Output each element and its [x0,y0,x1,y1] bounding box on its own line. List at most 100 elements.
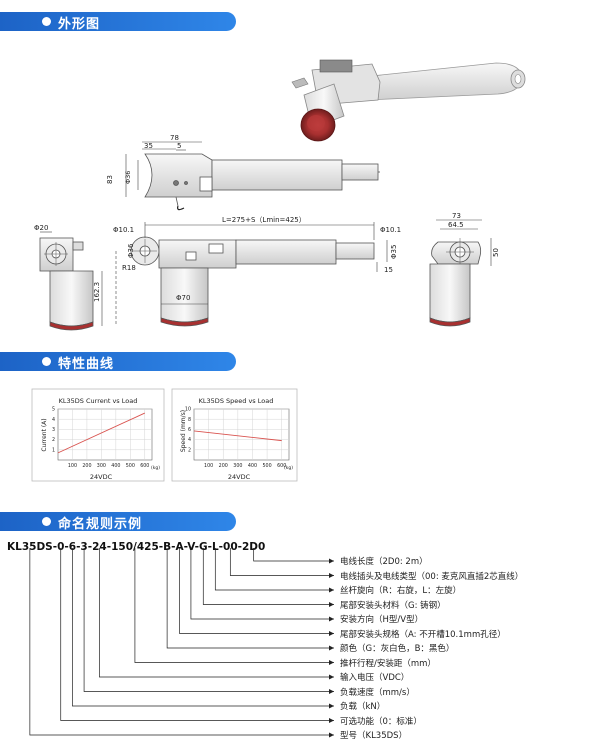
y-tick-label: 5 [52,407,55,413]
leader-arrow-icon [329,732,334,738]
leader-line [29,548,334,736]
dim-64-5: 64.5 [448,221,464,229]
y-tick-label: 4 [52,417,55,423]
leader-arrow-icon [329,674,334,680]
leader-line [83,548,334,692]
legend-item: 型号（KL35DS） [340,731,408,741]
x-tick-label: 300 [97,463,106,469]
dim-162-3: 162.3 [93,282,101,302]
actuator-3d-render [291,59,526,142]
code-part: A [175,541,184,553]
leader-line [229,548,334,576]
dim-10-1-right: Φ10.1 [380,226,401,234]
leader-arrow-icon [329,703,334,709]
code-separator: - [158,541,164,553]
dim-70: Φ70 [176,294,190,302]
code-part: KL35DS [7,541,53,553]
section-title: 外形图 [58,17,101,32]
leader-arrow-icon [329,616,334,622]
dim-73: 73 [452,212,461,220]
code-part: B [163,541,172,553]
chart-speed-title: KL35DS Speed vs Load [199,397,274,405]
x-tick-label: 100 [68,463,77,469]
y-tick-label: 4 [188,437,191,443]
code-part: 6 [68,541,77,553]
leader-line [99,548,334,678]
front-view-left-dims [40,231,103,326]
code-separator: - [171,541,176,553]
y-tick-label: 3 [52,427,55,433]
code-separator: - [218,541,224,553]
code-part: 2D0 [242,541,266,553]
front-view-main [130,236,375,327]
code-part: 24 [92,541,107,553]
x-tick-label: 300 [233,463,242,469]
leader-line [253,548,334,562]
dim-stroke: L=275+S（Lmin=425） [222,216,306,224]
leader-line [202,548,334,605]
chart-current-footer: 24VDC [90,473,113,481]
legend-item: 可选功能（0：标准） [340,716,422,727]
leader-line [179,548,334,634]
code-separator: - [194,541,199,553]
series-line [57,412,145,454]
code-part: V [187,541,195,553]
legend-item: 尾部安装头规格（A: 不开槽10.1mm孔径） [340,629,506,640]
code-separator: - [87,541,93,553]
leader-arrow-icon [329,587,334,593]
chart-speed-ylabel: Speed (mm/s) [180,410,187,452]
end-view-right [429,238,482,327]
end-view-right-dims [436,219,492,266]
bullet-icon [42,357,51,366]
code-part: G [198,541,208,553]
side-view [144,153,382,211]
y-tick-label: 1 [52,447,55,453]
bullet-icon [42,17,51,26]
section-header-outline: 外形图 [0,12,236,32]
leader-line [72,548,334,707]
legend-item: 电线插头及电线类型（00: 麦克风直插2芯直线） [340,571,524,582]
legend-item: 推杆行程/安装距（mm） [340,658,436,669]
legend-item: 输入电压（VDC） [340,673,410,683]
dim-78: 78 [170,134,179,142]
section-header-curves: 特性曲线 [0,352,236,372]
legend-item: 负载（kN） [340,702,386,712]
dim-35-rod: Φ35 [390,245,398,259]
chart-speed-footer: 24VDC [228,473,251,481]
dim-35: 35 [144,142,153,150]
leader-arrow-icon [329,558,334,564]
legend-item: 尾部安装头材料（G: 铸钢） [340,600,446,611]
x-tick-label: 600 [277,463,286,469]
front-view-left [39,237,94,331]
y-tick-label: 2 [188,447,191,453]
leader-arrow-icon [329,602,334,607]
code-separator: - [52,541,58,553]
leader-arrow-icon [329,631,334,636]
code-separator: - [207,541,212,553]
x-tick-label: 500 [126,463,135,469]
code-part: 00 [223,541,238,553]
code-separator: - [237,541,242,553]
leader-arrow-icon [329,573,334,578]
leader-arrow-icon [329,660,334,665]
leader-line [166,548,334,649]
y-tick-label: 2 [52,437,55,443]
legend-item: 负载速度（mm/s） [340,687,415,698]
dim-83: 83 [106,175,114,184]
dim-36-side: Φ36 [124,171,132,184]
code-separator: - [64,541,69,553]
x-tick-label: 200 [82,463,91,469]
dim-20: Φ20 [34,224,48,232]
legend-item: 丝杆旋向（R：右旋，L：左旋） [340,586,462,596]
chart-current-title: KL35DS Current vs Load [59,397,138,405]
chart-current-ylabel: Current (A) [41,418,48,451]
y-tick-label: 6 [188,427,191,433]
front-view-main-dims [115,222,388,326]
series-line [193,430,282,442]
section-header-naming: 命名规则示例 [0,512,236,532]
code-separator: - [106,541,112,553]
dim-50: 50 [492,248,500,257]
x-tick-label: 400 [248,463,257,469]
